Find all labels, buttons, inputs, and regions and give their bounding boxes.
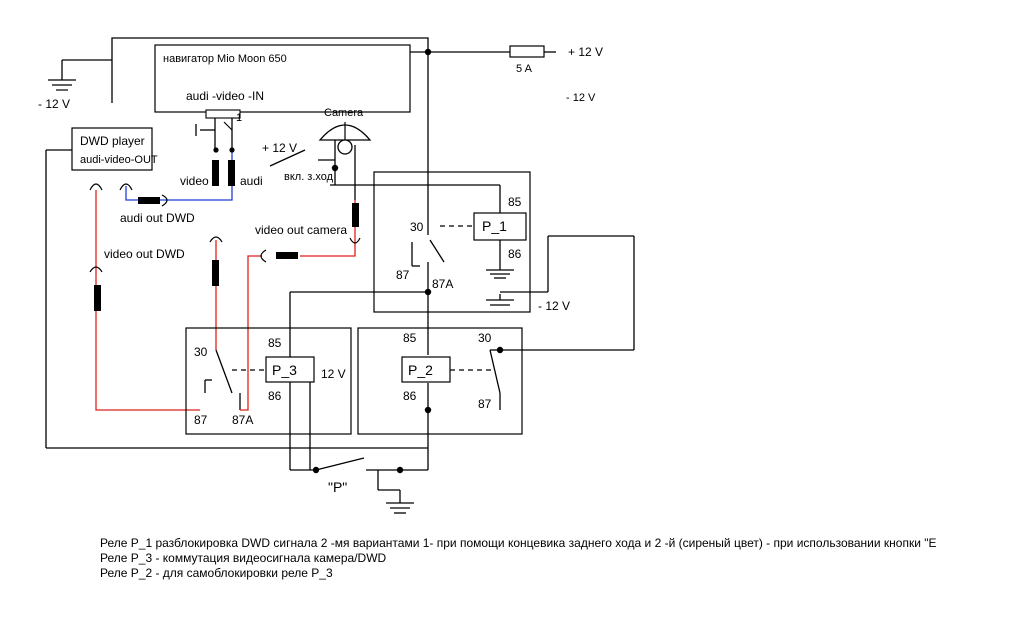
relay-p3-name: P_3 (272, 362, 297, 378)
minus12-top-right-label: - 12 V (566, 92, 596, 104)
relay-p3-pin86: 86 (268, 389, 282, 403)
camera-label: Camera (324, 107, 364, 119)
relay-p2-pin85: 85 (403, 331, 417, 345)
relay-p1-pin30: 30 (410, 220, 424, 234)
video-out-dvd-label: video out DWD (104, 247, 185, 261)
junction-dots (213, 48, 504, 474)
p-button-label: "P" (328, 479, 347, 495)
note-relay-p3: Реле Р_3 - коммутация видеосигнала камер… (100, 551, 387, 565)
relay-p3-pin85: 85 (268, 336, 282, 350)
minus12-mid-label: - 12 V (538, 299, 570, 313)
nav-socket-icon (205, 109, 241, 119)
relay-p3-pin30: 30 (194, 345, 208, 359)
note-relay-p1: Реле Р_1 разблокировка DWD сигнала 2 -мя… (100, 536, 937, 550)
relay-p3-coil (265, 356, 315, 383)
relay-p1-pin85: 85 (508, 195, 522, 209)
dvd-player-label: DWD player (80, 134, 145, 148)
relay-p2-pin30: 30 (478, 331, 492, 345)
plus12-switch-label: + 12 V (262, 141, 297, 155)
relay-p1-frame (373, 171, 531, 313)
fuse-label: 5 A (516, 63, 533, 75)
audio-tag-label: audi (240, 174, 263, 188)
relay-p2-pin86: 86 (403, 389, 417, 403)
relay-p1-pin87a: 87A (432, 277, 453, 291)
relay-p1-coil (473, 212, 527, 241)
note-relay-p2: Реле Р_2 - для самоблокировки реле Р_3 (100, 566, 333, 580)
navigator-box (154, 44, 411, 113)
nav-pin-label: 1 (236, 112, 242, 124)
relay-p1-pin87: 87 (396, 268, 410, 282)
p3-12v-label: 12 V (321, 367, 346, 381)
coil-links (232, 225, 494, 371)
audio-out-dvd-label: audi out DWD (120, 211, 195, 225)
relay-p3-pin87: 87 (194, 413, 208, 427)
socket-connectors (89, 183, 361, 273)
plus12-top-label: + 12 V (568, 45, 603, 59)
dvd-output-label: audi-video-OUT (80, 154, 158, 166)
ground-icon (48, 79, 76, 91)
reverse-switch-label: вкл. з.ход (284, 171, 334, 183)
relay-p2-frame (357, 327, 523, 435)
black-wires (45, 37, 635, 514)
relay-p1-name: P_1 (482, 218, 507, 234)
relay-p2-coil (401, 356, 451, 383)
nav-input-label: audi -video -IN (186, 89, 264, 103)
dvd-player-box (71, 127, 153, 171)
plug-connectors (94, 160, 359, 311)
relay-p2-pin87: 87 (478, 397, 492, 411)
navigator-label: навигатор Mio Moon 650 (163, 53, 287, 65)
camera-lens-icon (337, 139, 353, 155)
relay-p1-pin86: 86 (508, 247, 522, 261)
relay-p2-name: P_2 (408, 362, 433, 378)
relay-p3-frame (185, 327, 352, 435)
relay-p3-pin87a: 87A (232, 413, 253, 427)
video-tag-label: video (180, 174, 209, 188)
video-out-camera-label: video out camera (255, 223, 347, 237)
minus12-left-label: - 12 V (38, 97, 70, 111)
fuse-icon (509, 45, 545, 58)
